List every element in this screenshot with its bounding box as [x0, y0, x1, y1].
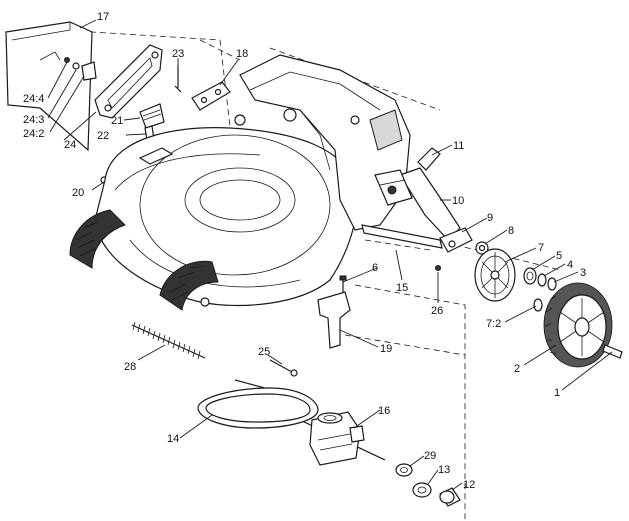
part-1-wheel-bolt	[602, 344, 623, 359]
callout-28: 28	[124, 361, 136, 373]
callout-labels: 17 23 18 24:4 24:3 24:2 24 21 22 20 11 1…	[23, 11, 586, 491]
part-4-washer	[537, 273, 547, 287]
callout-22: 22	[97, 130, 109, 142]
callout-21: 21	[111, 115, 123, 127]
callout-23: 23	[172, 48, 184, 60]
part-26-bolt	[435, 265, 441, 271]
callout-24-2: 24:2	[23, 128, 44, 140]
part-7-gear-disc	[474, 248, 516, 302]
part-5-pinion	[523, 267, 537, 285]
part-18-bracket-plate	[191, 81, 231, 111]
part-9-bracket	[439, 227, 473, 253]
callout-25: 25	[258, 346, 270, 358]
mower-deck-housing	[94, 127, 358, 307]
callout-29: 29	[424, 450, 436, 462]
part-13-bearing	[412, 482, 432, 498]
rear-frame	[234, 54, 411, 231]
part-24-handle-bracket	[64, 44, 163, 119]
callout-19: 19	[380, 343, 392, 355]
callout-26: 26	[431, 305, 443, 317]
part-3-washer	[547, 277, 557, 291]
callout-18: 18	[236, 48, 248, 60]
callout-15: 15	[396, 282, 408, 294]
callout-13: 13	[438, 464, 450, 476]
callout-4: 4	[567, 259, 573, 271]
part-23-rod	[174, 65, 182, 93]
callout-2: 2	[514, 363, 520, 375]
part-7-2-washer	[533, 298, 543, 312]
part-12-cap	[439, 487, 461, 507]
callout-7-2: 7:2	[486, 318, 501, 330]
callout-1: 1	[554, 387, 560, 399]
part-29-bushing	[395, 463, 413, 477]
part-16-transmission	[309, 411, 365, 466]
part-25-pin	[269, 359, 298, 377]
callout-9: 9	[487, 212, 493, 224]
callout-7: 7	[538, 242, 544, 254]
callout-8: 8	[508, 225, 514, 237]
part-28-spring	[131, 321, 206, 360]
part-2-rear-wheel	[543, 282, 613, 368]
part-15-axle-rod	[361, 224, 443, 249]
callout-3: 3	[580, 267, 586, 279]
callout-5: 5	[556, 250, 562, 262]
callout-24-3: 24:3	[23, 114, 44, 126]
part-14-drive-belt	[197, 387, 319, 429]
callout-20: 20	[72, 187, 84, 199]
part-19-mounting-bracket	[317, 291, 351, 349]
callout-6: 6	[372, 262, 378, 274]
callout-24-4: 24:4	[23, 93, 44, 105]
front-bumper-tread-left	[69, 209, 126, 269]
callout-24: 24	[64, 139, 76, 151]
part-17-rear-flap	[5, 21, 93, 152]
callout-12: 12	[463, 479, 475, 491]
callout-14: 14	[167, 433, 179, 445]
callout-16: 16	[378, 405, 390, 417]
part-8-washer	[475, 241, 489, 255]
callout-10: 10	[452, 195, 464, 207]
part-11-lever	[417, 147, 441, 171]
callout-17: 17	[97, 11, 109, 23]
leader-lines	[47, 19, 613, 491]
rear-guard-tread	[159, 260, 219, 311]
callout-11: 11	[453, 140, 464, 152]
part-10-height-adjuster	[374, 167, 461, 241]
